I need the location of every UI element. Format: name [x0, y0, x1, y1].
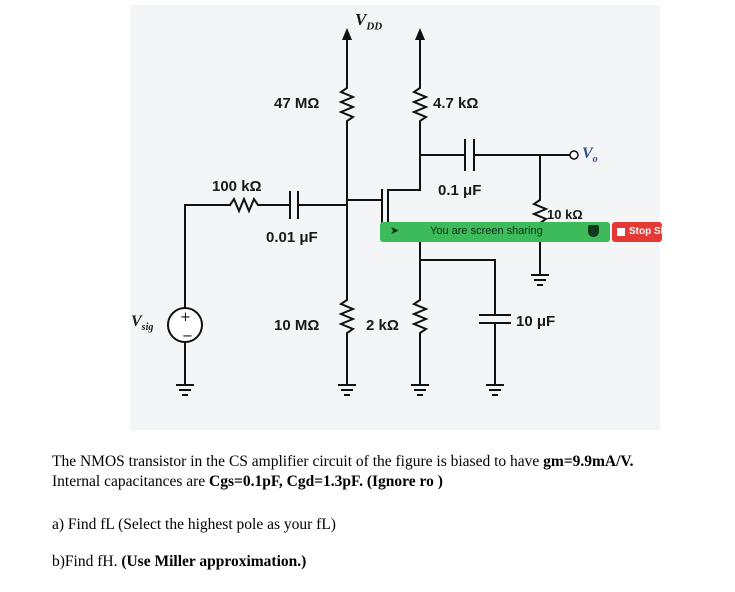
- question-text: The NMOS transistor in the CS amplifier …: [52, 452, 722, 492]
- question-part-b: b)Find fH. (Use Miller approximation.): [52, 553, 307, 570]
- stop-sharing-label: Stop Sh: [629, 226, 662, 237]
- question-line-1: The NMOS transistor in the CS amplifier …: [52, 453, 634, 470]
- stop-icon: [617, 228, 625, 236]
- vo-label: Vo: [582, 145, 598, 166]
- resistor-10k-label: 10 kΩ: [547, 207, 583, 222]
- resistor-10m-label: 10 MΩ: [274, 317, 320, 334]
- resistor-10m: [338, 199, 356, 386]
- question-line-2: Internal capacitances are Cgs=0.1pF, Cgd…: [52, 473, 443, 490]
- resistor-100k-label: 100 kΩ: [212, 178, 262, 195]
- vdd-label: VDD: [355, 10, 383, 33]
- resistor-100k: [228, 196, 291, 214]
- resistor-2k-label: 2 kΩ: [366, 317, 399, 334]
- cap-10uf-label: 10 μF: [516, 313, 556, 330]
- resistor-4-7k: [411, 79, 429, 191]
- shield-icon: [588, 225, 599, 237]
- resistor-4-7k-label: 4.7 kΩ: [433, 95, 479, 112]
- resistor-47m: [338, 79, 356, 201]
- resistor-47m-label: 47 MΩ: [274, 95, 320, 112]
- circuit-schematic: + −: [130, 5, 660, 430]
- svg-text:+: +: [180, 310, 191, 325]
- vsig-label: Vsig: [131, 313, 154, 334]
- svg-text:−: −: [182, 329, 193, 344]
- cap-0-1uf-label: 0.1 μF: [438, 182, 482, 199]
- question-part-a: a) Find fL (Select the highest pole as y…: [52, 516, 336, 533]
- stop-sharing-button[interactable]: Stop Sh: [612, 222, 662, 242]
- resistor-2k: [411, 259, 429, 386]
- screen-sharing-text: You are screen sharing: [430, 225, 543, 237]
- screen-sharing-bar[interactable]: ➤ You are screen sharing: [380, 222, 610, 242]
- ground-icon: [176, 274, 549, 396]
- vsig-source-icon: [167, 307, 203, 343]
- share-arrow-icon: ➤: [390, 224, 400, 237]
- cap-0-01uf-label: 0.01 μF: [266, 229, 318, 246]
